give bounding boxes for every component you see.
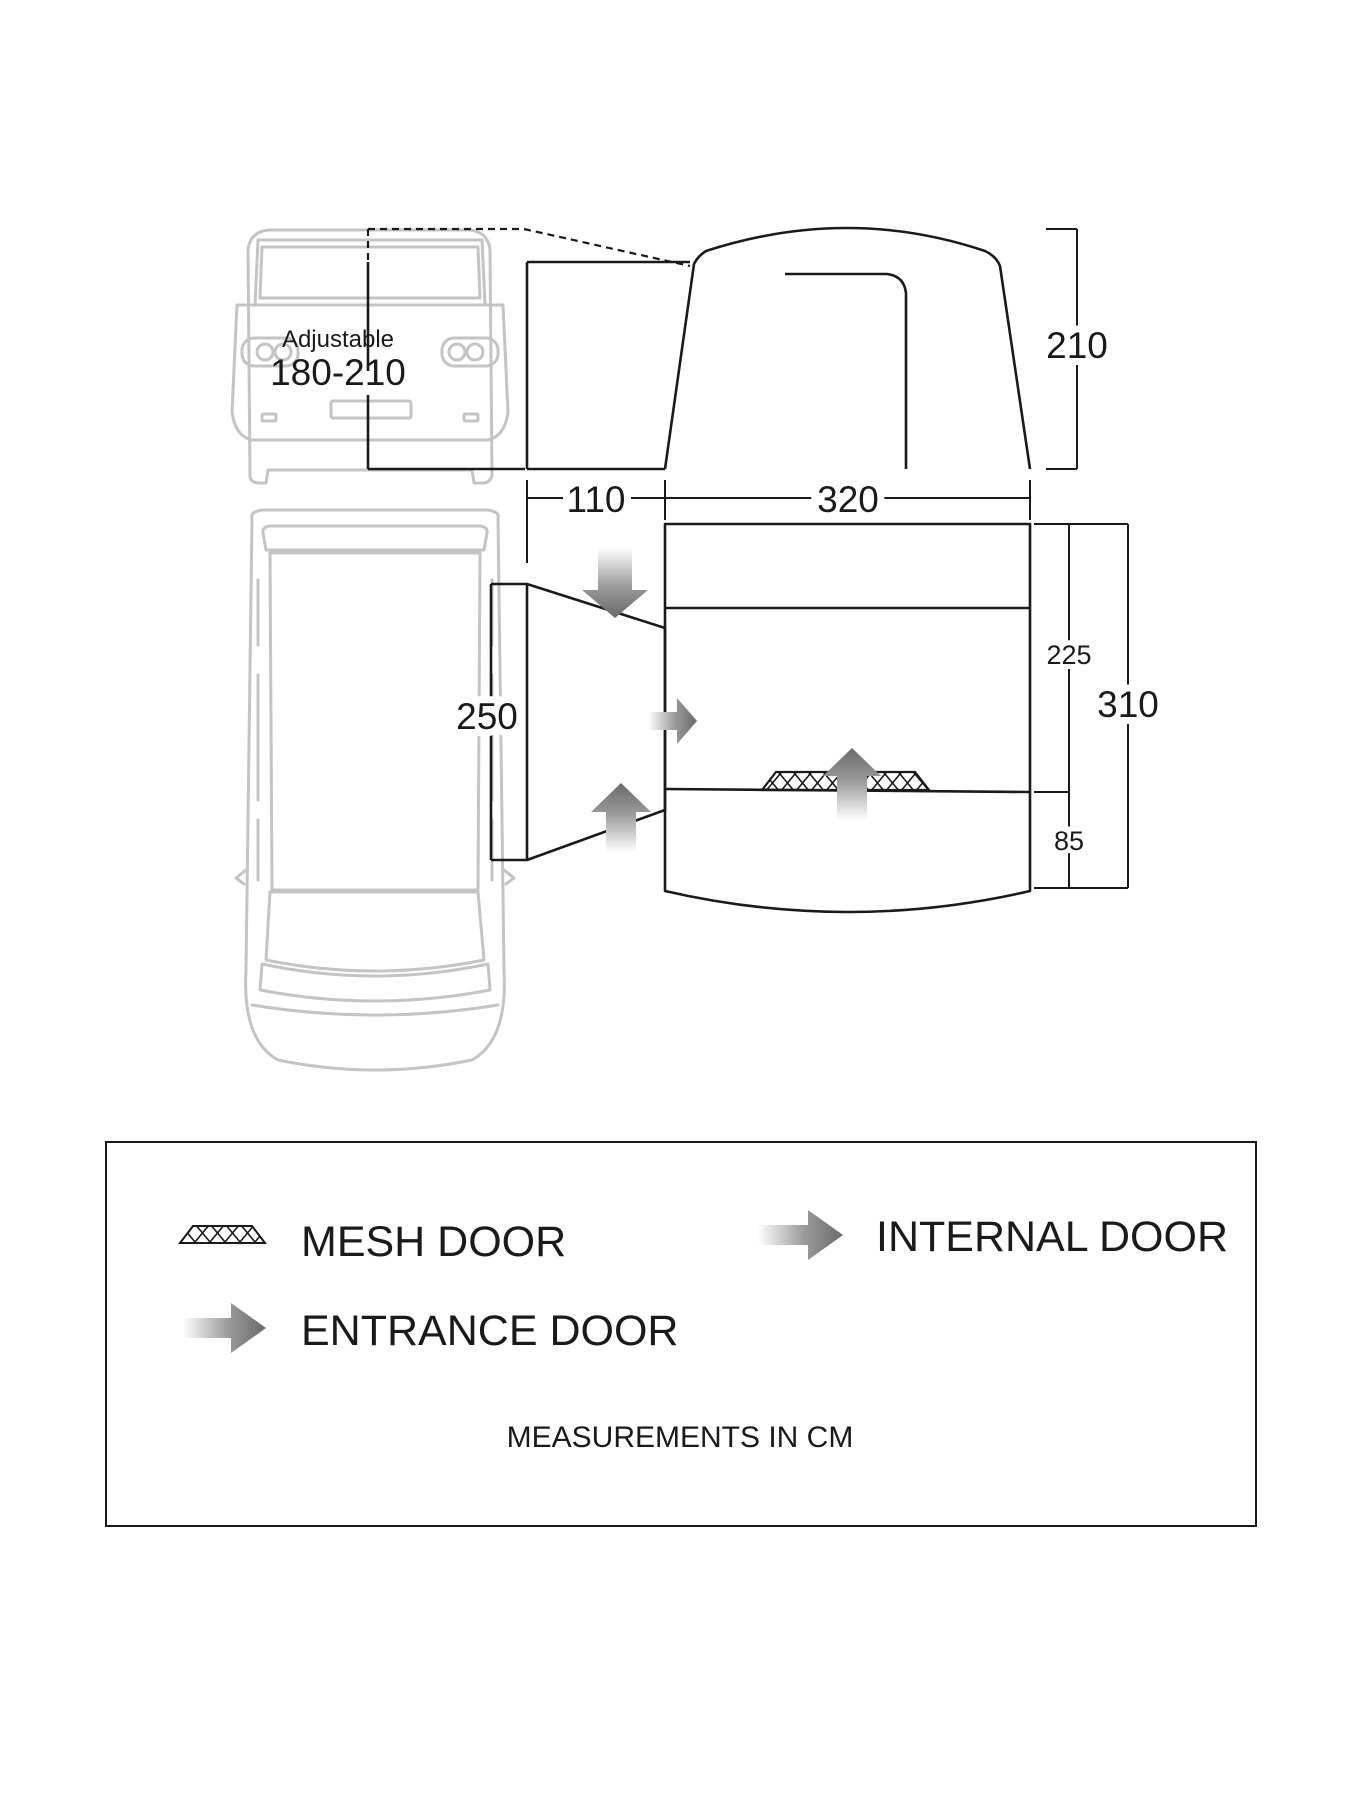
entrance-door-arrow-top bbox=[582, 548, 648, 618]
legend-internal-door-icon bbox=[758, 1210, 843, 1260]
legend-box bbox=[105, 1141, 1257, 1527]
mesh-door-arrow bbox=[823, 748, 881, 820]
length-dimension-line bbox=[526, 480, 1031, 563]
legend-internal-door-label: INTERNAL DOOR bbox=[876, 1213, 1228, 1261]
tunnel-width-value: 250 bbox=[456, 696, 518, 737]
legend-entrance-door-icon bbox=[183, 1303, 266, 1353]
adjustable-height-guide bbox=[366, 227, 691, 471]
bedroom-depth-value: 225 bbox=[1046, 640, 1091, 670]
porch-depth-value: 85 bbox=[1054, 826, 1084, 856]
van-rear-view bbox=[230, 228, 510, 485]
internal-door-arrow bbox=[648, 698, 697, 744]
van-height-value: 180-210 bbox=[270, 352, 406, 393]
entrance-door-arrow-bottom bbox=[591, 783, 651, 852]
legend-entrance-door-label: ENTRANCE DOOR bbox=[301, 1307, 678, 1355]
height-dimension bbox=[1046, 228, 1078, 470]
tunnel-width-dimension bbox=[489, 582, 527, 862]
depth-dimension-lines bbox=[1034, 523, 1129, 889]
legend-mesh-door-icon bbox=[177, 1225, 268, 1244]
height-value: 210 bbox=[1046, 325, 1108, 366]
tunnel-length-value: 110 bbox=[567, 479, 626, 520]
legend-units-note: MEASUREMENTS IN CM bbox=[507, 1421, 854, 1454]
total-depth-value: 310 bbox=[1097, 684, 1159, 725]
van-top-view bbox=[234, 508, 516, 1072]
tent-length-value: 320 bbox=[817, 479, 879, 520]
van-height-label: Adjustable bbox=[282, 326, 394, 353]
legend-mesh-door-label: MESH DOOR bbox=[301, 1218, 566, 1266]
awning-side-elevation bbox=[525, 226, 1032, 471]
